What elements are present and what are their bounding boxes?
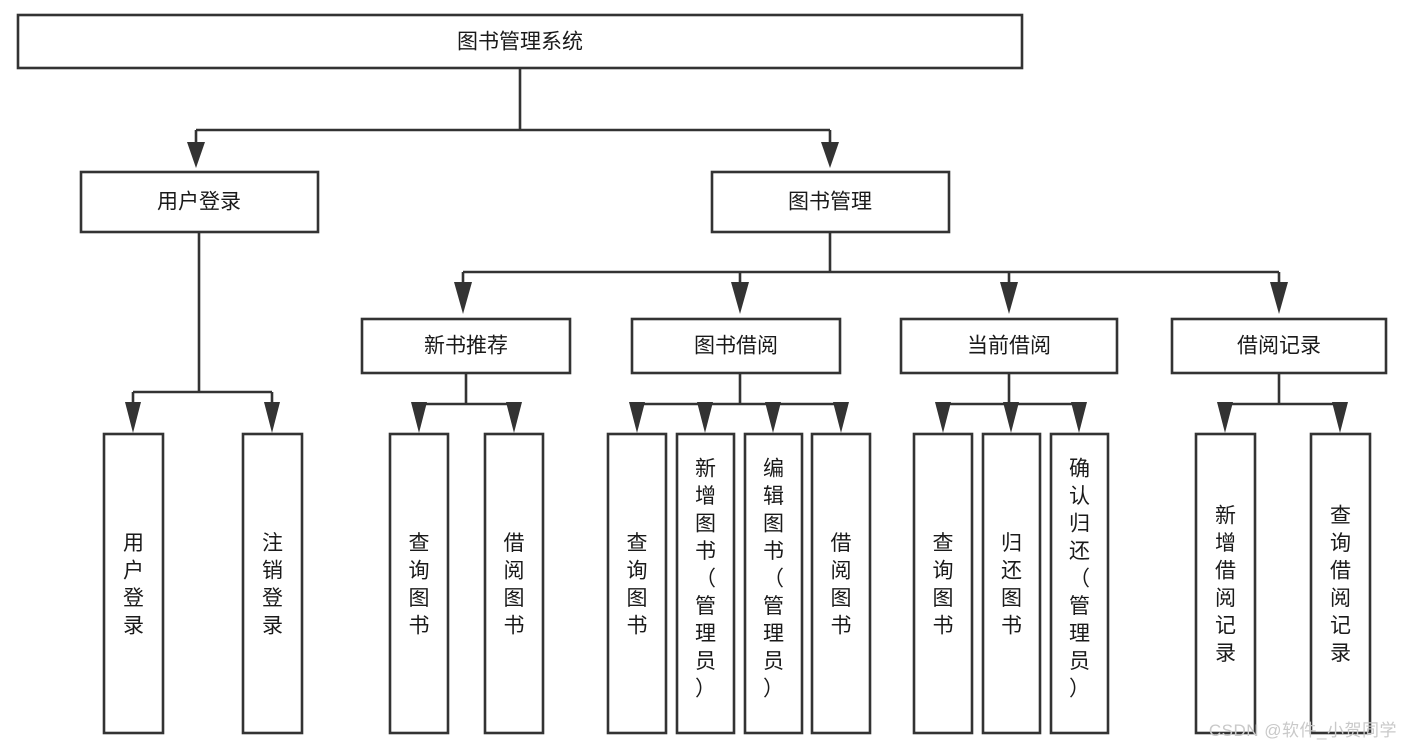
node-borrow-record-label: 借阅记录 bbox=[1237, 335, 1321, 358]
leaf-borrow-book-1-box[interactable] bbox=[483, 432, 545, 735]
node-borrow-record-box[interactable] bbox=[1170, 317, 1388, 375]
node-borrow-record[interactable]: 借阅记录 bbox=[1170, 317, 1388, 375]
arrowhead-leaf-add-record bbox=[1217, 402, 1233, 433]
leaf-borrow-book-2-box[interactable] bbox=[810, 432, 872, 735]
leaf-logout-login[interactable] bbox=[241, 432, 304, 735]
arrowhead-user-login bbox=[187, 142, 205, 168]
leaf-user-login-box[interactable] bbox=[102, 432, 165, 735]
leaf-query-record-box[interactable] bbox=[1309, 432, 1372, 735]
leaf-borrow-book-2-label: 借阅图书 bbox=[831, 532, 852, 638]
node-user-login-label: 用户登录 bbox=[157, 191, 241, 214]
node-new-book-recommend-box[interactable] bbox=[360, 317, 572, 375]
leaf-query-book-2-label: 查询图书 bbox=[627, 532, 648, 638]
leaf-confirm-return-box[interactable] bbox=[1049, 432, 1110, 735]
leaf-query-book-2-box[interactable] bbox=[606, 432, 668, 735]
arrowhead-leaf-edit-book bbox=[765, 402, 781, 433]
leaf-query-book-3-label: 查询图书 bbox=[933, 532, 954, 638]
node-user-login-box[interactable] bbox=[79, 170, 320, 234]
arrowhead-leaf-query-book-3 bbox=[935, 402, 951, 433]
arrowhead-book-borrow bbox=[731, 282, 749, 314]
leaf-return-book-box[interactable] bbox=[981, 432, 1042, 735]
leaf-return-book[interactable] bbox=[981, 432, 1042, 735]
node-book-management[interactable]: 图书管理 bbox=[710, 170, 951, 234]
leaf-query-book-1-label: 查询图书 bbox=[409, 532, 430, 638]
leaf-query-record-label: 查询借阅记录 bbox=[1330, 504, 1351, 665]
leaf-borrow-book-1-label: 借阅图书 bbox=[504, 532, 525, 638]
leaf-add-record-label: 新增借阅记录 bbox=[1215, 504, 1236, 665]
leaf-query-book-1-box[interactable] bbox=[388, 432, 450, 735]
leaf-add-record[interactable] bbox=[1194, 432, 1257, 735]
leaf-borrow-book-1[interactable] bbox=[483, 432, 545, 735]
arrowhead-leaf-query-record bbox=[1332, 402, 1348, 433]
node-root-box[interactable] bbox=[16, 13, 1024, 70]
node-book-borrow[interactable]: 图书借阅 bbox=[630, 317, 842, 375]
leaf-confirm-return-label: 确认归还（管理员） bbox=[1069, 457, 1090, 700]
leaf-query-book-2[interactable] bbox=[606, 432, 668, 735]
arrowhead-leaf-borrow-book-2 bbox=[833, 402, 849, 433]
leaf-query-book-1[interactable] bbox=[388, 432, 450, 735]
arrowhead-borrow-record bbox=[1270, 282, 1288, 314]
arrowhead-new-book-recommend bbox=[454, 282, 472, 314]
arrowhead-leaf-query-book-1 bbox=[411, 402, 427, 433]
leaf-add-record-box[interactable] bbox=[1194, 432, 1257, 735]
leaf-logout-login-label: 注销登录 bbox=[262, 532, 283, 638]
arrowhead-leaf-borrow-book-1 bbox=[506, 402, 522, 433]
leaf-query-book-3[interactable] bbox=[912, 432, 974, 735]
leaf-return-book-label: 归还图书 bbox=[1001, 532, 1022, 638]
leaf-add-book-box[interactable] bbox=[675, 432, 736, 735]
arrowhead-current-borrow bbox=[1000, 282, 1018, 314]
node-book-borrow-box[interactable] bbox=[630, 317, 842, 375]
leaf-label-layer: 用户登录 注销登录 查询图书 借阅图书 查询图书 新增图书（管理员） 编辑图书（管理员） 借阅… bbox=[123, 457, 1351, 700]
arrowhead-leaf-add-book bbox=[697, 402, 713, 433]
node-current-borrow[interactable]: 当前借阅 bbox=[899, 317, 1119, 375]
leaf-logout-login-box[interactable] bbox=[241, 432, 304, 735]
node-new-book-recommend-label: 新书推荐 bbox=[424, 335, 508, 358]
leaf-user-login-label: 用户登录 bbox=[123, 532, 144, 638]
leaf-edit-book[interactable] bbox=[743, 432, 804, 735]
connector-layer bbox=[125, 68, 1348, 433]
node-root[interactable]: 图书管理系统 bbox=[16, 13, 1024, 70]
leaf-borrow-book-2[interactable] bbox=[810, 432, 872, 735]
leaf-add-book-label: 新增图书（管理员） bbox=[695, 457, 716, 700]
leaf-add-book[interactable] bbox=[675, 432, 736, 735]
leaf-edit-book-label: 编辑图书（管理员） bbox=[763, 457, 784, 700]
node-root-label: 图书管理系统 bbox=[457, 31, 583, 54]
arrowhead-leaf-query-book-2 bbox=[629, 402, 645, 433]
node-new-book-recommend[interactable]: 新书推荐 bbox=[360, 317, 572, 375]
leaf-user-login[interactable] bbox=[102, 432, 165, 735]
node-current-borrow-box[interactable] bbox=[899, 317, 1119, 375]
arrowhead-leaf-logout-login bbox=[264, 402, 280, 433]
leaf-edit-book-box[interactable] bbox=[743, 432, 804, 735]
node-book-management-label: 图书管理 bbox=[788, 191, 872, 214]
leaf-query-record[interactable] bbox=[1309, 432, 1372, 735]
arrowhead-book-management bbox=[821, 142, 839, 168]
arrowhead-leaf-user-login bbox=[125, 402, 141, 433]
arrowhead-leaf-confirm-return bbox=[1071, 402, 1087, 433]
leaf-query-book-3-box[interactable] bbox=[912, 432, 974, 735]
arrowhead-leaf-return-book bbox=[1003, 402, 1019, 433]
leaf-confirm-return[interactable] bbox=[1049, 432, 1110, 735]
node-book-management-box[interactable] bbox=[710, 170, 951, 234]
node-user-login[interactable]: 用户登录 bbox=[79, 170, 320, 234]
node-current-borrow-label: 当前借阅 bbox=[967, 335, 1051, 358]
node-book-borrow-label: 图书借阅 bbox=[694, 335, 778, 358]
